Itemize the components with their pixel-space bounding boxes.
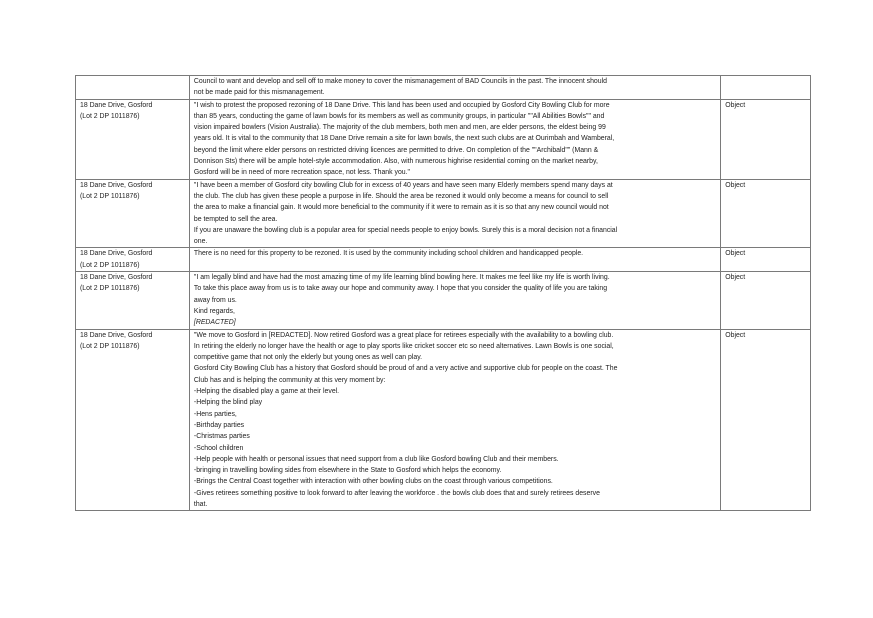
submission-text-cell: "I am legally blind and have had the mos… [188,271,722,330]
submission-row: 18 Dane Drive, Gosford (Lot 2 DP 1011876)… [75,98,811,180]
submission-text-line: Club has and is helping the community at… [193,376,386,384]
position-cell: Object [720,328,811,512]
submission-text-line: -Birthday parties [193,421,245,429]
submission-text-line: -bringing in travelling bowling sides fr… [193,467,502,475]
submission-text-line: "I am legally blind and have had the mos… [193,274,610,282]
submission-text-line: -Hens parties, [193,410,237,418]
submission-text-line: be tempted to sell the area. [193,215,278,223]
property-address-cell: 18 Dane Drive, Gosford (Lot 2 DP 1011876) [75,98,190,180]
submission-text-line: Kind regards, [193,307,235,315]
submission-text-cell: There is no need for this property to be… [188,247,722,273]
submission-text-line: There is no need for this property to be… [193,250,584,258]
submission-text-line: Gosford will be in need of more recreati… [193,169,410,177]
submission-text-line: To take this place away from us is to ta… [193,285,608,293]
submission-text-line: that. [193,500,208,508]
position-cell: Object [720,247,811,273]
submission-text-line: the club. The club has given these peopl… [193,192,609,200]
property-address-line: (Lot 2 DP 1011876) [80,342,140,350]
submission-text-cell: "I wish to protest the proposed rezoning… [188,98,722,180]
submission-text-line: one. [193,238,208,246]
submission-text-line: -Help people with health or personal iss… [193,455,559,463]
submission-text-line: -Helping the disabled play a game at the… [193,388,340,396]
property-address-cell [75,75,190,100]
submission-text-line: Gosford City Bowling Club has a history … [193,365,618,373]
submission-text-line: away from us. [193,296,237,304]
submission-text-line: years old. It is vital to the community … [193,135,615,143]
submission-row: 18 Dane Drive, Gosford (Lot 2 DP 1011876)… [75,328,811,512]
submission-row: 18 Dane Drive, Gosford (Lot 2 DP 1011876)… [75,271,811,330]
property-address-line: (Lot 2 DP 1011876) [80,261,140,269]
submission-text-line: "I have been a member of Gosford city bo… [193,181,613,189]
property-address-line: 18 Dane Drive, Gosford [80,250,153,258]
position-label: Object [725,331,746,339]
submissions-table-body: Council to want and develop and sell off… [75,75,811,512]
submission-text-line: -Christmas parties [193,433,250,441]
property-address-line: (Lot 2 DP 1011876) [80,192,140,200]
submission-row: 18 Dane Drive, Gosford (Lot 2 DP 1011876)… [75,247,811,273]
position-label: Object [725,250,746,258]
submissions-table: Council to want and develop and sell off… [75,75,811,512]
property-address-line: 18 Dane Drive, Gosford [80,274,153,282]
submission-text-cell: "We move to Gosford in [REDACTED]. Now r… [188,328,722,512]
submission-text-line: competitive game that not only the elder… [193,354,423,362]
submission-text-line: Council to want and develop and sell off… [193,78,607,85]
submission-text-line: "We move to Gosford in [REDACTED]. Now r… [193,331,614,339]
submission-text-line: Donnison Sts) there will be ample hotel-… [193,158,598,166]
submission-text-line: the area to make a financial gain. It wo… [193,204,609,212]
position-cell: Object [720,98,811,180]
submission-text-cell: Council to want and develop and sell off… [188,75,722,100]
property-address-line: 18 Dane Drive, Gosford [80,181,153,189]
submission-text-line: not be made paid for this mismanagement. [193,89,325,97]
property-address-cell: 18 Dane Drive, Gosford (Lot 2 DP 1011876) [75,247,190,273]
position-cell [720,75,811,100]
property-address-cell: 18 Dane Drive, Gosford (Lot 2 DP 1011876) [75,178,190,249]
position-label: Object [725,181,746,189]
submission-row: Council to want and develop and sell off… [75,75,811,100]
property-address-cell: 18 Dane Drive, Gosford (Lot 2 DP 1011876) [75,328,190,512]
position-cell: Object [720,271,811,330]
property-address-line: 18 Dane Drive, Gosford [80,101,153,109]
property-address-cell: 18 Dane Drive, Gosford (Lot 2 DP 1011876) [75,271,190,330]
position-label: Object [725,274,746,282]
submission-text-line: In retiring the elderly no longer have t… [193,342,614,350]
property-address-line: 18 Dane Drive, Gosford [80,331,153,339]
position-label: Object [725,101,746,109]
submission-text-line: vision impaired bowlers (Vision Australi… [193,124,606,132]
submission-text-line: -Brings the Central Coast together with … [193,478,553,486]
position-cell: Object [720,178,811,249]
property-address-line: (Lot 2 DP 1011876) [80,112,140,120]
submission-text-line: -School children [193,444,244,452]
submission-text-line: "I wish to protest the proposed rezoning… [193,101,610,109]
submission-text-line: If you are unaware the bowling club is a… [193,226,618,234]
submission-text-line: than 85 years, conducting the game of la… [193,112,605,120]
property-address-line: (Lot 2 DP 1011876) [80,285,140,293]
submission-text-line: [REDACTED] [193,319,236,327]
submission-text-line: beyond the limit where elder persons on … [193,146,599,154]
submission-text-line: -Gives retirees something positive to lo… [193,489,600,497]
submission-text-cell: "I have been a member of Gosford city bo… [188,178,722,249]
submission-text-line: -Helping the blind play [193,399,263,407]
submission-row: 18 Dane Drive, Gosford (Lot 2 DP 1011876)… [75,178,811,249]
